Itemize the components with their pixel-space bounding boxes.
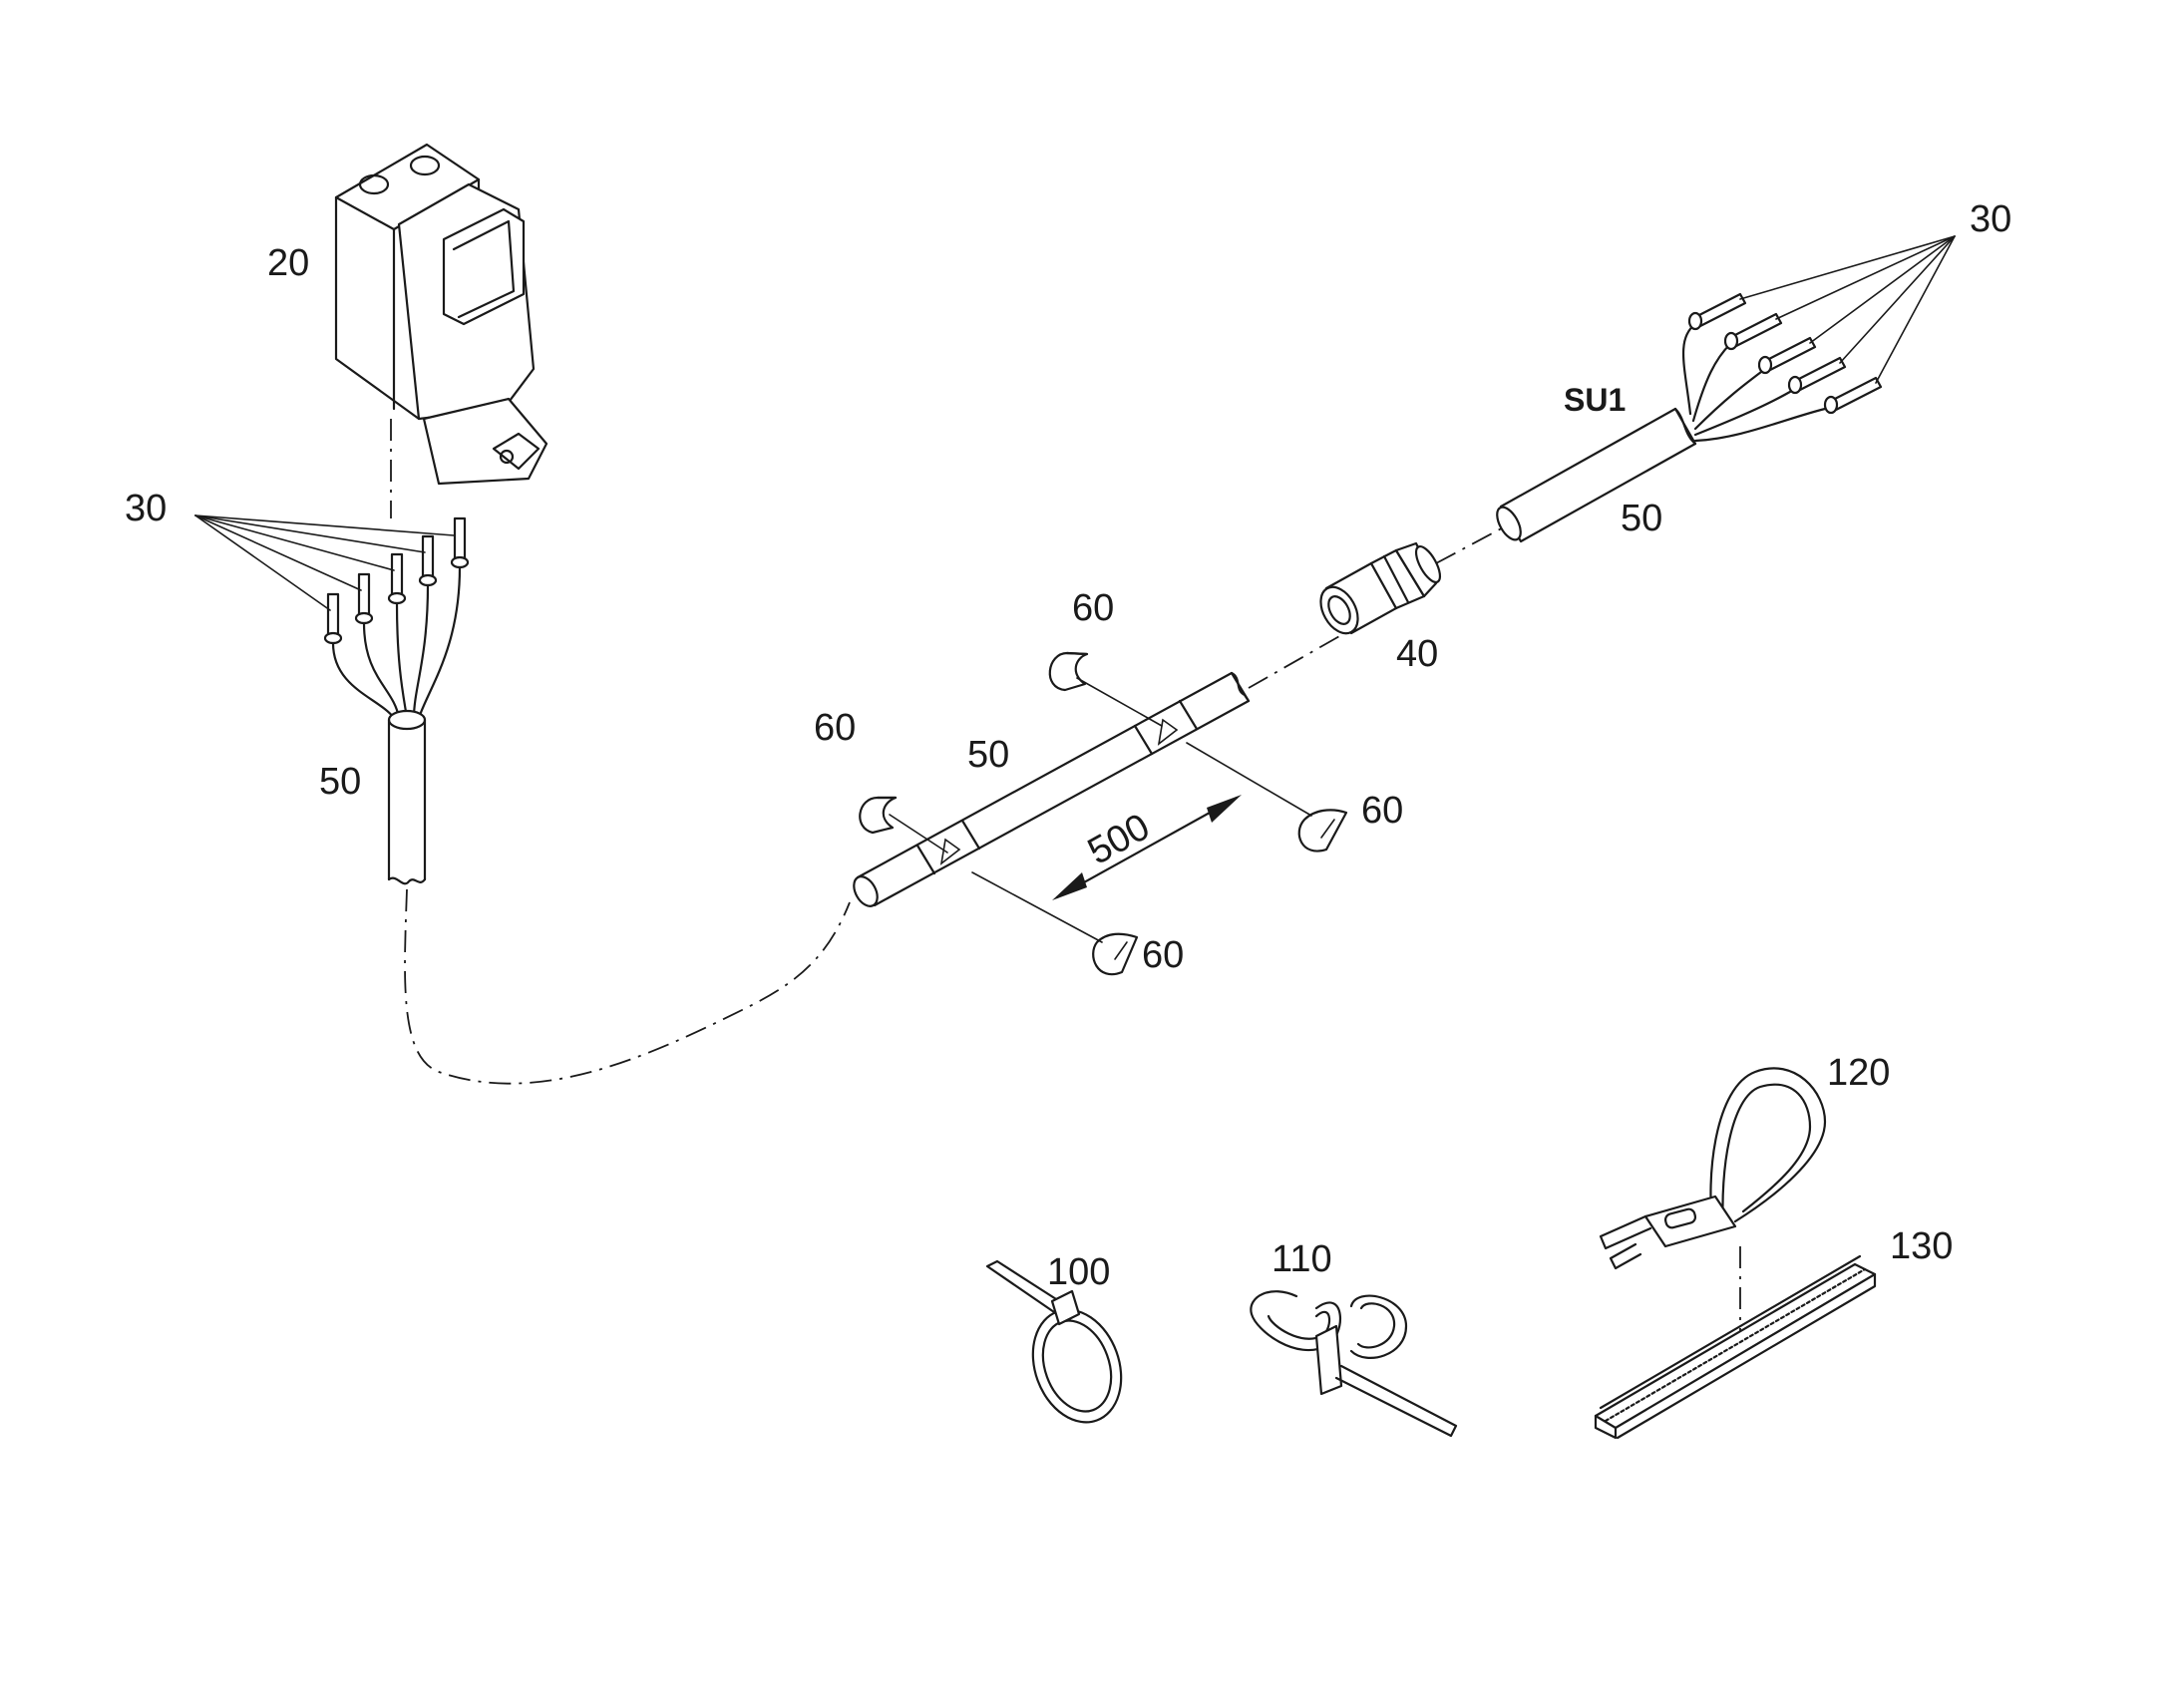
label-marker-c: 60 bbox=[1361, 790, 1403, 832]
cable-marker-upper bbox=[1048, 651, 1089, 692]
contact-pins-right bbox=[1687, 292, 1883, 415]
cable-segment-left bbox=[387, 709, 427, 885]
mounting-rail bbox=[1594, 1254, 1877, 1440]
cable-segment-middle bbox=[853, 671, 1251, 907]
pin-wires-left bbox=[331, 565, 462, 720]
contact-pins-left bbox=[323, 516, 470, 645]
axis-cable-to-gland bbox=[1248, 634, 1342, 689]
label-strap: 120 bbox=[1827, 1052, 1890, 1094]
marker-leader-lines bbox=[889, 677, 1312, 943]
label-pins-left: 30 bbox=[125, 488, 167, 529]
pointer-lines-30-left bbox=[194, 514, 455, 611]
mounting-cable-tie bbox=[1250, 1290, 1458, 1438]
fastening-strap bbox=[1599, 1067, 1827, 1270]
spacing-dimension-arrow bbox=[1052, 795, 1242, 900]
label-marker-b: 60 bbox=[1072, 587, 1114, 629]
label-cable-left: 50 bbox=[319, 761, 361, 803]
label-spacing: 500 bbox=[1081, 806, 1157, 872]
reference-labels: 20 30 50 60 50 60 60 60 500 40 50 SU1 30… bbox=[125, 198, 2011, 1293]
cable-marker-right bbox=[1297, 809, 1348, 853]
cable-gland bbox=[1319, 541, 1442, 635]
cable-route-line bbox=[404, 888, 851, 1085]
cable-segment-right bbox=[1496, 407, 1697, 543]
label-gland: 40 bbox=[1396, 633, 1438, 675]
label-cable-tie: 100 bbox=[1047, 1251, 1110, 1293]
label-housing: 20 bbox=[267, 242, 309, 284]
cable-marker-lower bbox=[1092, 932, 1139, 976]
label-subunit: SU1 bbox=[1564, 382, 1626, 418]
label-mount-tie: 110 bbox=[1272, 1238, 1332, 1280]
axis-gland-to-cable bbox=[1435, 522, 1512, 564]
cable-tie bbox=[985, 1259, 1123, 1424]
label-marker-d: 60 bbox=[1142, 934, 1184, 976]
label-cable-mid: 50 bbox=[967, 734, 1009, 776]
pin-wires-right bbox=[1681, 322, 1827, 443]
pointer-lines-30-right bbox=[1739, 235, 1956, 384]
label-rail: 130 bbox=[1890, 1225, 1953, 1267]
label-cable-right: 50 bbox=[1621, 498, 1662, 539]
cable-marker-upper-left bbox=[859, 796, 898, 835]
label-pins-right: 30 bbox=[1970, 198, 2011, 240]
connector-housing bbox=[334, 143, 548, 486]
label-marker-a: 60 bbox=[814, 707, 856, 749]
